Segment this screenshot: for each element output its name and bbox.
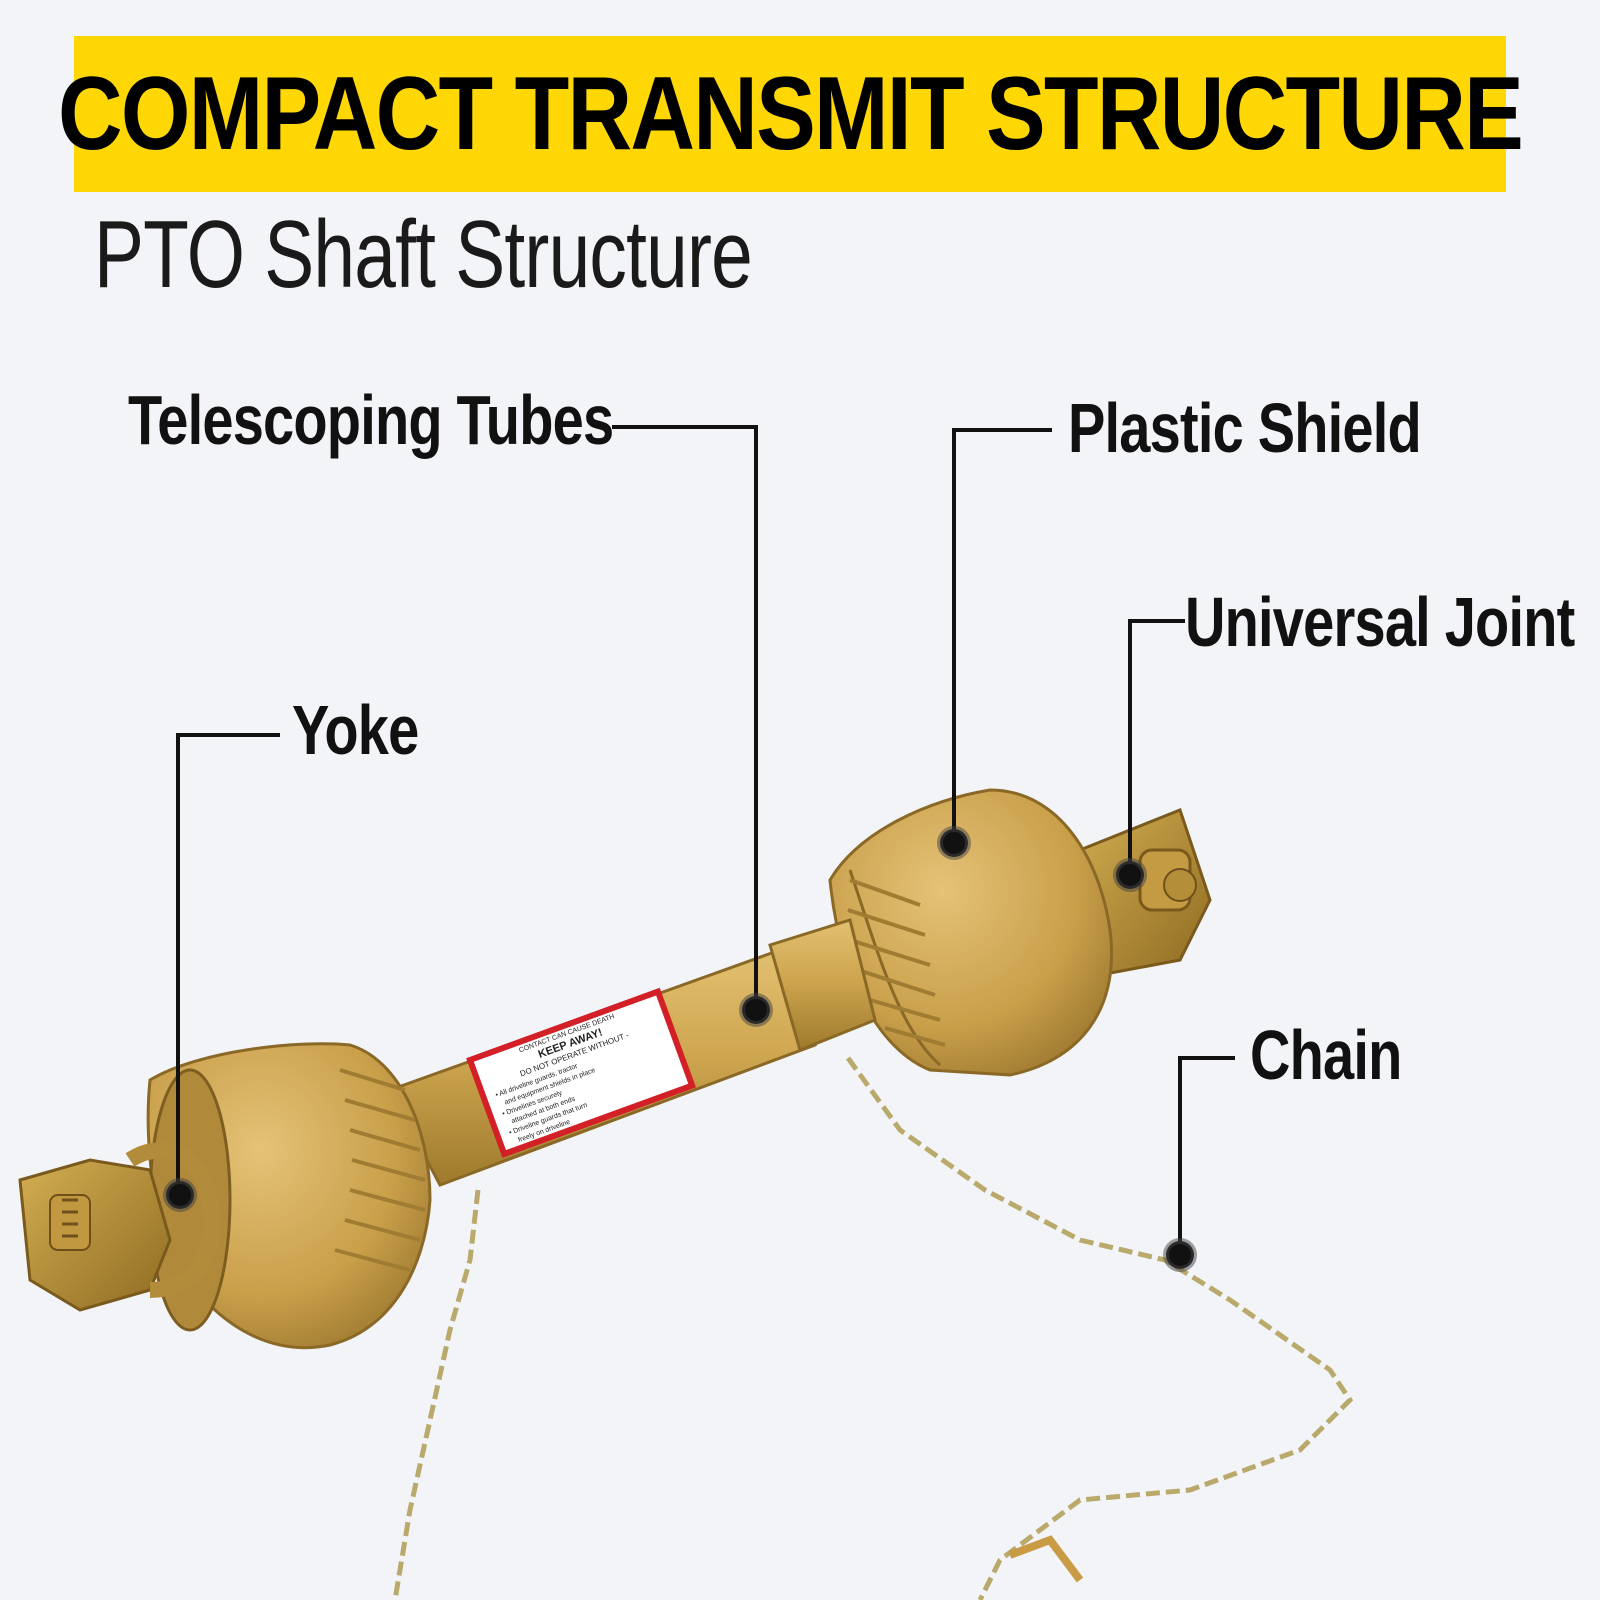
label-telescoping-tubes: Telescoping Tubes: [128, 381, 614, 459]
callout-lines: [176, 425, 1235, 1255]
page-subtitle: PTO Shaft Structure: [94, 201, 753, 308]
banner-title: COMPACT TRANSMIT STRUCTURE: [57, 55, 1524, 172]
label-chain: Chain: [1250, 1016, 1402, 1094]
yoke-leader: [176, 733, 280, 1195]
plastic-shield-dot: [937, 826, 971, 860]
chain: [392, 1056, 1354, 1600]
plastic-shield: [828, 788, 1113, 1077]
yoke: [18, 1142, 220, 1312]
telescoping-tubes-leader: [612, 425, 758, 1010]
telescoping-tubes-dot: [739, 993, 773, 1027]
label-universal-joint: Universal Joint: [1185, 583, 1575, 661]
label-plastic-shield: Plastic Shield: [1068, 389, 1422, 467]
telescoping-tubes: CONTACT CAN CAUSE DEATH KEEP AWAY! DO NO…: [387, 918, 877, 1187]
callout-dots: [163, 826, 1197, 1272]
title-banner: COMPACT TRANSMIT STRUCTURE: [57, 36, 1524, 192]
universal-joint-dot: [1113, 858, 1147, 892]
label-yoke: Yoke: [292, 691, 419, 769]
universal-joint-leader: [1128, 619, 1185, 875]
chain-leader: [1178, 1056, 1235, 1255]
plastic-shield-leader: [952, 428, 1052, 843]
yoke-dot: [163, 1178, 197, 1212]
chain-dot: [1163, 1238, 1197, 1272]
